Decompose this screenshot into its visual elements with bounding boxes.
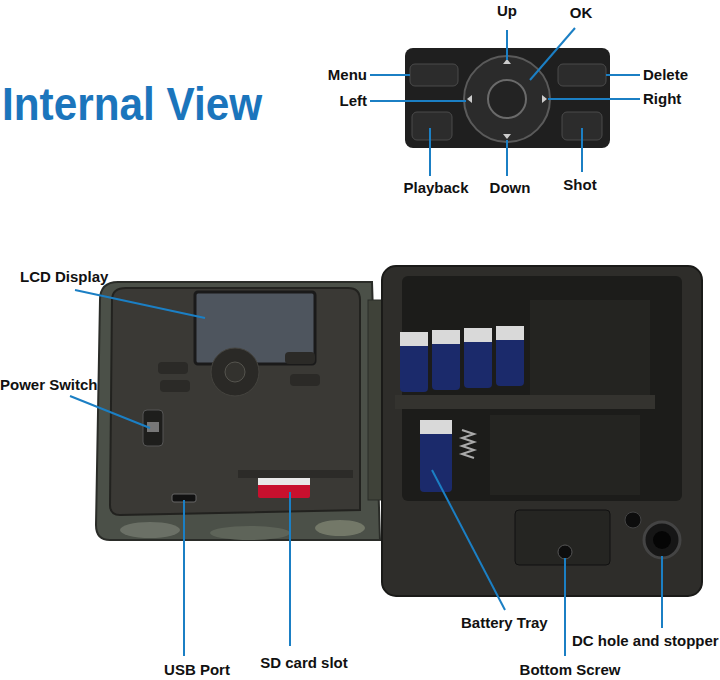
part-label: LCD Display [20,268,108,286]
battery [496,326,524,386]
leader-line [606,74,640,76]
leader-line [432,470,505,610]
menu-button [410,64,458,86]
playback-button [412,112,452,140]
batteries [400,326,524,492]
camo-spot [315,520,365,536]
left-mark [467,95,472,103]
camera-door [382,266,702,596]
battery-cap [400,332,428,346]
part-label: USB Port [164,661,230,679]
small-hole [625,512,641,528]
right-mark [542,95,547,103]
tray-divider [395,395,655,409]
part-label: Shot [563,176,596,194]
battery [420,420,452,492]
inner-panel [110,288,360,515]
part-label: Down [490,179,531,197]
panel-ledge [238,470,353,478]
power-switch [143,410,163,446]
direction-pad [464,56,550,142]
battery-cap [420,420,452,434]
leader-line [564,558,566,656]
battery-cap [432,330,460,344]
leader-line [183,500,185,656]
delete-button [558,64,606,86]
leader-line [289,492,291,646]
part-label: Bottom Screw [520,661,621,679]
spring [462,430,474,458]
part-label: SD card slot [260,654,348,672]
cam-button [290,374,320,386]
part-label: Left [340,92,368,110]
leader-line [661,556,663,628]
battery [400,332,428,392]
bottom-screw [558,545,572,559]
door-inner [402,276,682,501]
lcd-screen [195,292,315,364]
battery-cap [496,326,524,340]
part-label: Right [643,90,681,108]
cam-button [158,362,188,374]
leader-line [506,30,508,60]
sd-card-label [258,478,310,485]
hinge [368,300,382,500]
leader-line [70,396,150,428]
leader-line [506,140,508,176]
sd-card [258,478,310,498]
bottom-lug [515,510,610,565]
cam-ok [225,362,245,382]
tray-slot [490,415,640,495]
cam-dpad [211,348,259,396]
part-label: DC hole and stopper [572,632,719,650]
camo-spot [210,526,290,540]
part-label: OK [570,4,593,22]
leader-line [75,290,205,318]
camera-body [96,282,382,540]
door-shell [382,266,702,596]
part-label: Delete [643,66,688,84]
part-label: Playback [403,179,468,197]
leader-line [429,128,431,176]
dc-hole [644,522,680,558]
part-label: Up [497,2,517,20]
ok-button [488,80,526,118]
part-label: Battery Tray [461,614,548,632]
part-label: Menu [328,66,367,84]
battery-cap [464,328,492,342]
leader-line [530,28,575,80]
leader-line [581,128,583,172]
battery [464,328,492,388]
cam-button [285,352,315,364]
down-mark [503,134,511,139]
cam-button [160,380,190,392]
leader-line [370,100,466,102]
leader-line [370,74,410,76]
dc-stopper [653,531,671,549]
camo-spot [120,522,180,538]
tray-slot [530,300,650,395]
title: Internal View [2,78,262,130]
part-label: Power Switch [0,376,98,394]
leader-line [548,98,640,100]
battery [432,330,460,390]
camo-casing [96,282,380,540]
